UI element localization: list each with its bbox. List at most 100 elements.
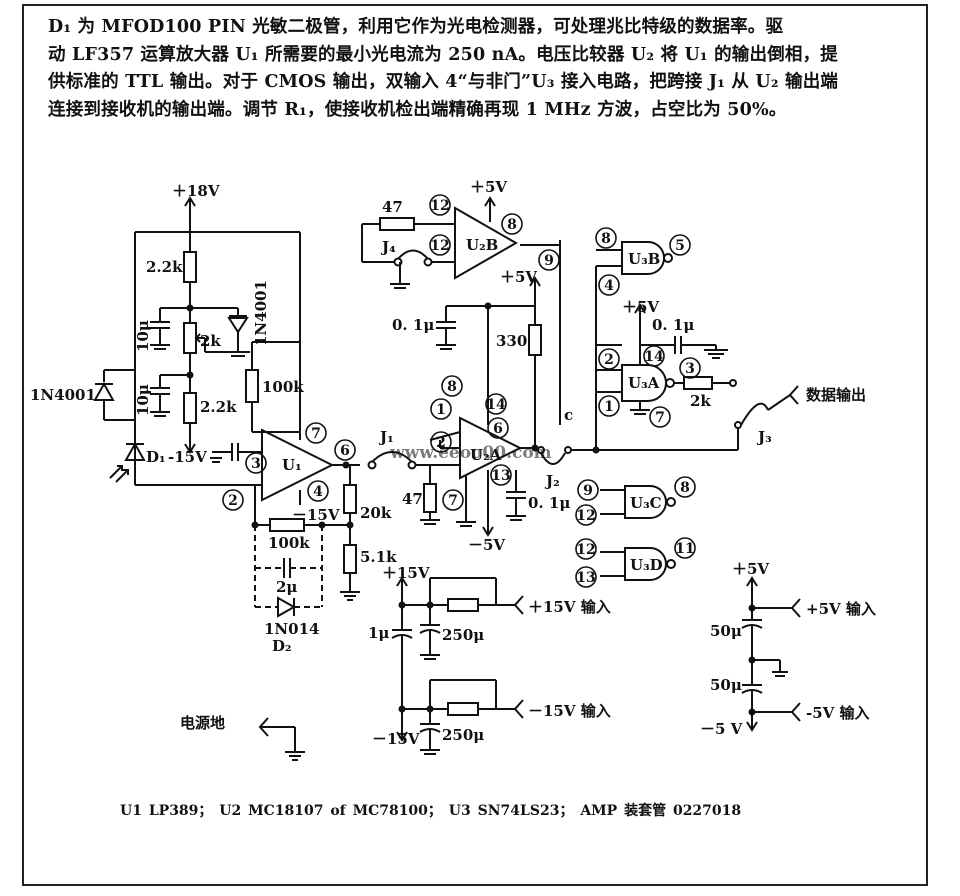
svg-text:12: 12 (430, 238, 449, 254)
gate-u3d (624, 547, 667, 581)
svg-text:7: 7 (311, 426, 321, 442)
label-r2k2-a: 2.2k (146, 258, 183, 276)
description-line: 连接到接收机的输出端。调节 R₁，使接收机检出端精确再现 1 MHz 方波，占空… (48, 99, 787, 120)
label-d1: D₁ (146, 448, 166, 466)
svg-text:5: 5 (675, 238, 685, 254)
label-v5-u3: ＋5V (622, 298, 659, 316)
potentiometer-2k (183, 322, 197, 354)
label-u2b: U₂B (466, 236, 498, 254)
svg-text:14: 14 (644, 349, 664, 365)
comparator-u2b (361, 196, 519, 289)
label-node-c: c (564, 406, 573, 424)
svg-text:12: 12 (430, 198, 449, 214)
photodiode-d1 (124, 441, 146, 461)
label-cap250u-b: 250μ (442, 726, 484, 744)
pin-markers (222, 194, 701, 588)
label-cap01u-c: 0. 1μ (652, 316, 694, 334)
label-u3c: U₃C (630, 494, 662, 512)
label-v5-right: ＋5V (732, 560, 769, 578)
label-in-p5: +5V 输入 (806, 600, 876, 618)
label-cap01u-a: 0. 1μ (392, 316, 434, 334)
svg-text:8: 8 (680, 480, 690, 496)
label-u3d: U₃D (630, 556, 663, 574)
svg-text:9: 9 (544, 253, 554, 269)
label-d2-part: 1N014 (264, 620, 319, 638)
parts-list-footer: U1 LP389； U2 MC18107 of MC78100； U3 SN74… (120, 803, 742, 819)
label-in-p15: ＋15V 输入 (528, 598, 611, 616)
opamp-u1 (251, 428, 360, 618)
power-supply (258, 576, 524, 761)
comparator-u2a (367, 240, 596, 537)
label-r100k-a: 100k (262, 378, 304, 396)
diagram-frame (22, 4, 928, 886)
svg-text:12: 12 (576, 542, 595, 558)
diode-1n4001-right (227, 317, 249, 334)
label-gnd-power: 电源地 (180, 714, 225, 732)
power-supply-5v (741, 576, 801, 732)
resistor-20k (343, 484, 357, 514)
label-1n4001-left: 1N4001 (30, 386, 96, 404)
label-j1: J₁ (378, 428, 394, 446)
resistor-5k1 (343, 544, 357, 574)
labels: ＋18V ＋5V ＋5V ＋5V ＋5V 2.2k 2k 2.2k 10μ 10… (30, 178, 876, 748)
svg-text:14: 14 (486, 397, 506, 413)
svg-text:4: 4 (604, 278, 614, 294)
label-u1: U₁ (282, 456, 302, 474)
label-in-m5: -5V 输入 (806, 704, 870, 722)
nand-gates-u3 (592, 241, 799, 581)
svg-text:4: 4 (313, 484, 323, 500)
label-r2k: 2k (200, 332, 221, 350)
label-v5-neg: －5 V (700, 720, 743, 738)
label-cap10u-b: 10μ (134, 384, 152, 416)
label-data-out: 数据输出 (806, 386, 866, 404)
gate-u3c (624, 485, 667, 519)
label-v15-pos: ＋15V (382, 564, 430, 582)
resistor-p15 (447, 598, 479, 612)
label-v15-neg: －15V (372, 730, 420, 748)
label-r47-b: 47 (402, 490, 423, 508)
label-v5-mid: ＋5V (500, 268, 537, 286)
label-cap250u-a: 250μ (442, 626, 484, 644)
label-vneg15-a: -15V (168, 448, 207, 466)
label-cap1u: 1μ (368, 624, 389, 642)
description-line: 动 LF357 运算放大器 U₁ 所需要的最小光电流为 250 nA。电压比较器… (48, 44, 838, 65)
label-u2a: U₂A (470, 446, 502, 464)
label-v5-top: ＋5V (470, 178, 507, 196)
label-in-m15: －15V 输入 (528, 702, 611, 720)
svg-text:2: 2 (228, 493, 238, 509)
resistor-330 (528, 324, 542, 356)
svg-text:12: 12 (576, 508, 595, 524)
svg-text:11: 11 (675, 541, 694, 557)
svg-text:8: 8 (507, 217, 517, 233)
label-d2: D₂ (272, 637, 292, 655)
watermark: www.eeoo00.com (389, 443, 552, 463)
label-r47-a: 47 (382, 198, 403, 216)
svg-text:8: 8 (447, 379, 457, 395)
label-r5k1: 5.1k (360, 548, 397, 566)
label-cap2u: 2μ (276, 578, 297, 596)
diode-d2 (277, 596, 297, 618)
svg-text:2: 2 (604, 352, 614, 368)
svg-text:1: 1 (436, 402, 446, 418)
svg-text:1: 1 (604, 399, 614, 415)
label-cap01u-b: 0. 1μ (528, 494, 570, 512)
description-line: D₁ 为 MFOD100 PIN 光敏二极管，利用它作为光电检测器，可处理兆比特… (48, 17, 784, 37)
label-r2k2-b: 2.2k (200, 398, 237, 416)
svg-text:3: 3 (685, 361, 695, 377)
description-line: 供标准的 TTL 输出。对于 CMOS 输出，双输入 4“与非门”U₃ 接入电路… (48, 72, 839, 92)
svg-text:2: 2 (436, 435, 446, 451)
label-vneg5: －5V (468, 536, 505, 554)
description-text: D₁ 为 MFOD100 PIN 光敏二极管，利用它作为光电检测器，可处理兆比特… (48, 14, 898, 124)
resistor-100k-a (245, 369, 259, 403)
label-j2: J₂ (544, 472, 560, 490)
resistor-2k2-bottom (183, 392, 197, 424)
label-j3: J₃ (756, 428, 772, 446)
label-u3a: U₃A (628, 374, 660, 392)
resistor-2k2-top (183, 251, 197, 283)
label-r100k-b: 100k (268, 534, 310, 552)
svg-text:7: 7 (655, 410, 665, 426)
svg-text:3: 3 (251, 456, 261, 472)
svg-text:6: 6 (493, 421, 503, 437)
diode-1n4001-left (93, 381, 115, 401)
